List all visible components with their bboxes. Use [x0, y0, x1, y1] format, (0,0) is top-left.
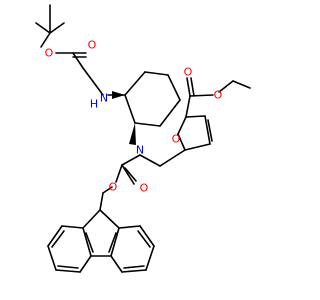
bond — [121, 164, 135, 185]
bond — [61, 225, 84, 229]
bond — [177, 116, 187, 135]
bond — [232, 80, 251, 89]
bond — [47, 245, 57, 271]
boc-group — [35, 4, 104, 96]
cyclohexane-ring — [107, 71, 181, 145]
fluorene-group — [47, 209, 155, 273]
bond — [124, 94, 136, 124]
bond — [184, 143, 211, 151]
structure-canvas: O O H N N O O O O O — [35, 4, 251, 273]
bond — [35, 22, 51, 34]
bond — [82, 227, 92, 257]
bond — [185, 115, 206, 118]
bond — [190, 77, 195, 97]
bond — [144, 71, 169, 76]
bond — [82, 67, 104, 96]
bond — [55, 269, 81, 273]
bond — [159, 149, 186, 167]
bond — [207, 119, 213, 142]
bond — [218, 80, 234, 93]
bond — [189, 94, 214, 97]
bond — [159, 99, 181, 127]
bond — [51, 230, 65, 248]
bond — [121, 154, 141, 166]
carbonyl-oxygen-label: O — [88, 39, 97, 52]
bond — [124, 71, 146, 96]
bond — [123, 265, 145, 269]
molecule-diagram: O O H N N O O O O O — [35, 4, 251, 273]
wedge-bond — [129, 123, 136, 145]
wedge-bond — [112, 91, 125, 99]
bond — [72, 52, 84, 69]
fmoc-carbonyl-oxygen-label: O — [140, 182, 149, 195]
amine-linkage — [121, 149, 186, 167]
bond — [134, 122, 161, 127]
bond — [99, 209, 120, 229]
bond — [110, 227, 120, 257]
furan-oxygen-label: O — [172, 133, 181, 146]
bond — [108, 232, 117, 253]
fmoc-ester-oxygen-label: O — [109, 181, 118, 194]
bond — [115, 164, 123, 183]
bond — [102, 186, 113, 194]
atom-labels: O O H N N O O O O O — [45, 39, 223, 195]
bond — [121, 269, 147, 273]
ester-oxygen-label: O — [45, 47, 54, 60]
bond — [118, 225, 141, 229]
bond — [99, 192, 104, 211]
bond — [85, 232, 94, 253]
bond — [137, 230, 151, 248]
bond — [177, 133, 186, 151]
bond — [139, 154, 161, 167]
ester-carbonyl-oxygen-label: O — [184, 66, 193, 79]
bond — [204, 115, 211, 145]
bond — [185, 95, 191, 118]
bond — [124, 167, 137, 182]
ethyl-ester-oxygen-label: O — [214, 89, 223, 102]
amine-nitrogen-label: N — [100, 92, 108, 105]
bond — [49, 22, 65, 34]
central-nitrogen-label: N — [136, 144, 144, 157]
bond — [82, 209, 101, 229]
bond — [167, 74, 181, 101]
amine-hydrogen-label: H — [90, 98, 98, 111]
bond — [110, 255, 123, 273]
bond — [40, 32, 51, 48]
bond — [57, 265, 79, 269]
bond — [186, 77, 191, 97]
bond — [139, 225, 155, 247]
furan-ester — [177, 77, 251, 151]
bond — [79, 255, 92, 273]
fmoc-carbamate — [99, 164, 137, 211]
bond — [47, 225, 63, 247]
bond — [145, 245, 155, 271]
